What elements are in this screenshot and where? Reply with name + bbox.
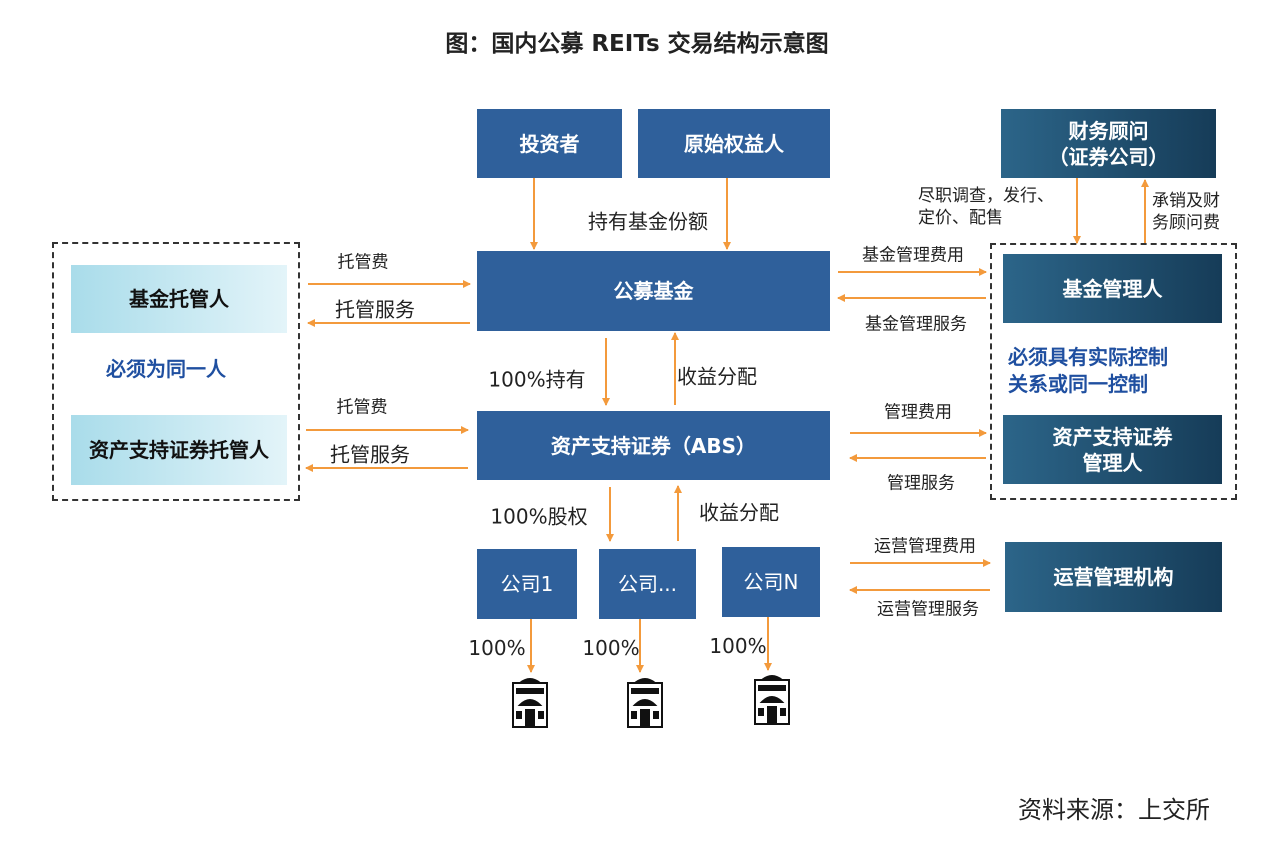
- label-custody-fee-1: 托管费: [337, 252, 389, 273]
- company-1-box: 公司1: [477, 549, 577, 619]
- label-income-dist-1: 收益分配: [677, 364, 757, 389]
- building-icon-3: [754, 675, 790, 725]
- label-equity-100: 100%股权: [490, 504, 588, 529]
- advisor-line1: 财务顾问: [1068, 118, 1149, 143]
- label-custody-fee-2: 托管费: [336, 397, 388, 418]
- label-due-diligence: 尽职调查，发行、 定价、配售: [918, 185, 1054, 229]
- abs-manager-line2: 管理人: [1082, 450, 1143, 475]
- fund-manager-box: 基金管理人: [1003, 254, 1222, 323]
- company-n-box: 公司N: [722, 547, 820, 617]
- label-custody-service-1: 托管服务: [335, 297, 415, 322]
- financial-advisor-box: 财务顾问 （证券公司）: [1001, 109, 1216, 178]
- abs-custodian-box: 资产支持证券托管人: [71, 415, 287, 485]
- public-fund-box: 公募基金: [477, 251, 830, 331]
- originator-box: 原始权益人: [638, 109, 830, 178]
- underwriting-line1: 承销及财: [1152, 191, 1220, 211]
- control-note-line2: 关系或同一控制: [1008, 372, 1148, 396]
- building-icon-1: [512, 678, 548, 728]
- underwriting-line2: 务顾问费: [1152, 213, 1220, 233]
- investor-box: 投资者: [477, 109, 622, 178]
- abs-box: 资产支持证券（ABS）: [477, 411, 830, 480]
- control-note: 必须具有实际控制 关系或同一控制: [1008, 344, 1168, 398]
- fund-custodian-box: 基金托管人: [71, 265, 287, 333]
- label-mgmt-service: 管理服务: [887, 473, 955, 494]
- control-note-line1: 必须具有实际控制: [1008, 345, 1168, 369]
- due-diligence-line1: 尽职调查，发行、: [918, 186, 1054, 206]
- label-underwriting: 承销及财 务顾问费: [1152, 190, 1220, 234]
- label-pct-1: 100%: [468, 636, 526, 660]
- label-op-mgmt-service: 运营管理服务: [877, 599, 979, 620]
- abs-manager-line1: 资产支持证券: [1052, 424, 1173, 449]
- label-mgmt-fee: 管理费用: [884, 402, 952, 423]
- abs-manager-box: 资产支持证券 管理人: [1003, 415, 1222, 484]
- label-hold-100: 100%持有: [488, 367, 586, 392]
- label-custody-service-2: 托管服务: [330, 442, 410, 467]
- building-icon-2: [627, 678, 663, 728]
- label-pct-2: 100%: [582, 636, 640, 660]
- advisor-line2: （证券公司）: [1048, 144, 1169, 169]
- label-income-dist-2: 收益分配: [699, 500, 779, 525]
- company-dots-box: 公司...: [599, 549, 696, 619]
- source-note: 资料来源：上交所: [1018, 796, 1210, 824]
- same-person-note: 必须为同一人: [106, 357, 226, 381]
- diagram-title: 图：国内公募 REITs 交易结构示意图: [445, 31, 829, 57]
- label-fund-mgmt-service: 基金管理服务: [865, 314, 967, 335]
- manager-group: [990, 243, 1237, 500]
- due-diligence-line2: 定价、配售: [918, 208, 1003, 228]
- label-fund-mgmt-fee: 基金管理费用: [862, 245, 964, 266]
- label-pct-3: 100%: [709, 634, 767, 658]
- label-op-mgmt-fee: 运营管理费用: [874, 536, 976, 557]
- operator-box: 运营管理机构: [1005, 542, 1222, 612]
- building-icons: [512, 675, 790, 728]
- custodian-group: [52, 242, 300, 501]
- label-hold-fund-shares: 持有基金份额: [588, 209, 708, 234]
